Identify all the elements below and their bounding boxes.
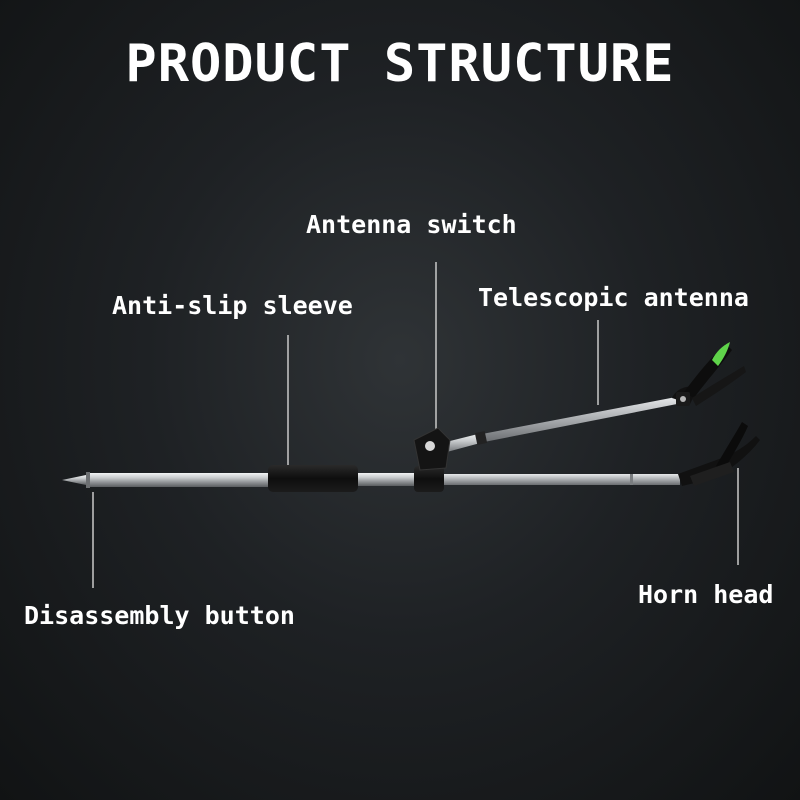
label-telescopic-antenna: Telescopic antenna	[478, 283, 749, 312]
leader-lines	[92, 262, 739, 588]
antenna-horn-head	[672, 342, 746, 406]
antenna-clamp	[414, 466, 444, 492]
main-rod	[62, 472, 680, 488]
label-disassembly-button: Disassembly button	[24, 601, 295, 630]
rod-tip	[62, 475, 86, 485]
rod-section-3	[440, 474, 680, 485]
label-horn-head: Horn head	[638, 580, 774, 609]
label-anti-slip-sleeve: Anti-slip sleeve	[112, 291, 353, 320]
green-tip	[712, 342, 730, 366]
rod-section-1	[86, 473, 276, 487]
telescopic-antenna	[413, 397, 677, 471]
horn-head	[678, 422, 760, 486]
anti-slip-sleeve	[268, 465, 358, 492]
page-title: PRODUCT STRUCTURE	[125, 34, 675, 94]
label-antenna-switch: Antenna switch	[306, 210, 517, 239]
